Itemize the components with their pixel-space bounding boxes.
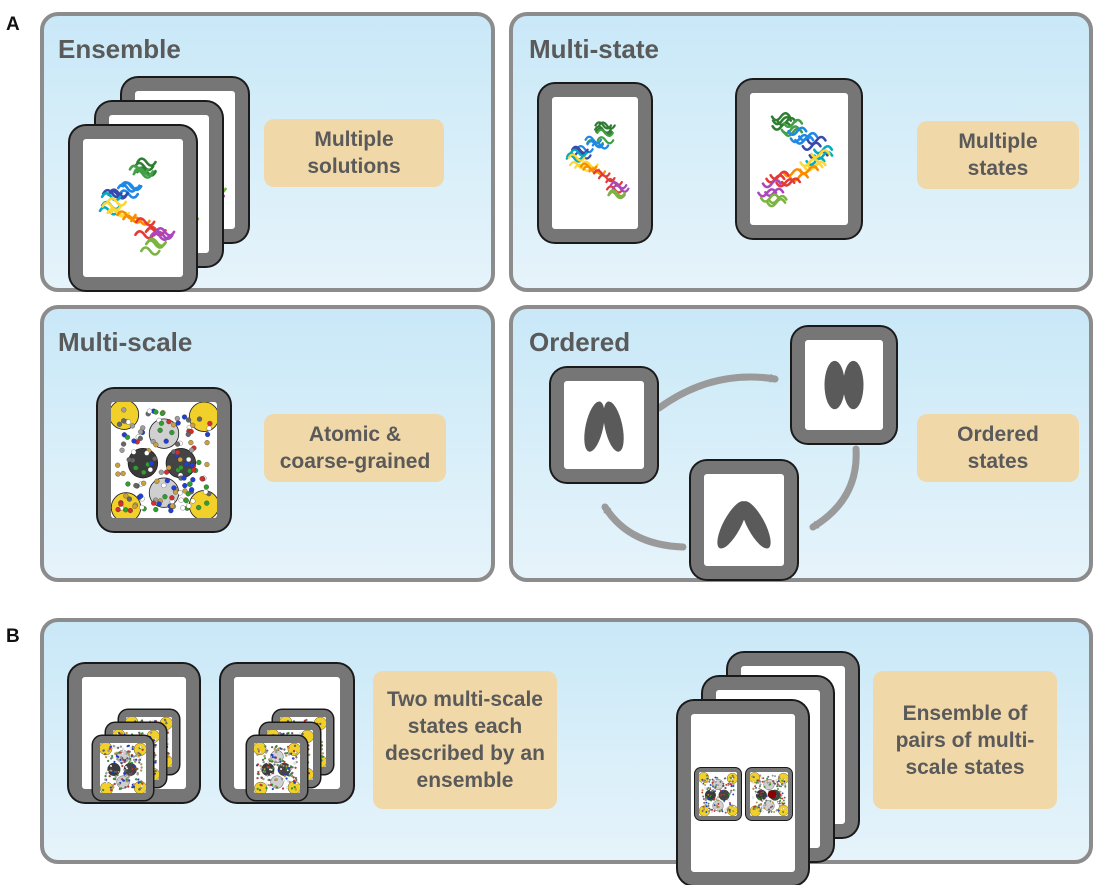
tag-line: Ordered — [957, 423, 1039, 446]
multiscale-card — [247, 736, 307, 800]
tag-line: Multiple — [314, 128, 394, 151]
oval-pair-icon — [824, 360, 864, 410]
structure-fragments — [98, 157, 176, 256]
oval-pair-icon — [717, 501, 771, 549]
multiscale-card — [746, 768, 792, 820]
panel-title: Multi-state — [529, 34, 659, 64]
tag-two-multiscale-states: Two multi-scale states each described by a… — [373, 671, 557, 809]
tag-line: states each — [407, 715, 523, 738]
protein-structure-icon — [757, 111, 834, 208]
tag-multiple-states: Multiple states — [917, 121, 1079, 189]
multiscale-card — [695, 768, 741, 820]
model-spheres — [750, 772, 788, 816]
coarse-grained-model-icon — [254, 743, 300, 793]
structure-fragments — [757, 111, 834, 208]
state-card — [792, 327, 896, 443]
panel-multi-state: Multi-state Multiple states — [509, 12, 1093, 292]
coarse-grained-model-icon — [699, 772, 737, 816]
tag-line: scale states — [905, 755, 1025, 779]
panel-ordered: Ordered Ordered states — [509, 305, 1093, 582]
panel-multi-scale: Multi-scale Atomic & coarse-grained — [40, 305, 495, 582]
tag-line: solutions — [307, 155, 401, 178]
panel-title: Multi-scale — [58, 327, 193, 357]
model-spheres — [699, 772, 737, 816]
panel-title: Ensemble — [58, 34, 181, 64]
tag-line: pairs of multi- — [895, 728, 1035, 752]
section-label-a: A — [6, 14, 20, 35]
model-spheres — [254, 743, 300, 793]
cycle-arrow-icon — [601, 373, 860, 551]
structure-card — [737, 80, 861, 238]
multiscale-card — [93, 736, 153, 800]
tag-multiple-solutions: Multiple solutions — [264, 119, 444, 187]
arrow-path — [655, 373, 779, 412]
tag-ensemble-of-pairs: Ensemble of pairs of multi-scale states — [873, 671, 1057, 809]
tag-line: Multiple — [958, 130, 1038, 153]
tag-line: Two multi-scale — [387, 688, 543, 711]
arrow-path — [601, 503, 687, 551]
model-spheres — [111, 402, 217, 518]
state-card — [691, 461, 797, 579]
coarse-grained-model-icon — [111, 402, 217, 518]
multiscale-card — [98, 389, 230, 531]
tag-line: ensemble — [416, 769, 514, 792]
section-label-b: B — [6, 626, 20, 647]
tag-line: states — [967, 157, 1029, 180]
protein-structure-icon — [565, 121, 630, 200]
structure-card — [70, 126, 196, 290]
state-card — [551, 368, 657, 482]
oval-pair-icon — [584, 401, 624, 452]
coarse-grained-model-icon — [100, 743, 146, 793]
structure-card — [539, 84, 651, 242]
coarse-grained-model-icon — [750, 772, 788, 816]
panel-ensemble: Ensemble Multiple solutions — [40, 12, 495, 292]
panel-title: Ordered — [529, 327, 631, 357]
tag-line: Ensemble of — [902, 701, 1028, 725]
protein-structure-icon — [98, 157, 176, 256]
tag-atomic-coarse-grained: Atomic & coarse-grained — [264, 414, 446, 482]
structure-fragments — [565, 121, 630, 200]
panel-b: Two multi-scale states each described by a… — [40, 618, 1093, 885]
arrow-path — [809, 445, 860, 531]
tag-line: coarse-grained — [279, 450, 431, 473]
tag-ordered-states: Ordered states — [917, 414, 1079, 482]
tag-line: described by an — [385, 742, 545, 765]
tag-line: Atomic & — [308, 423, 402, 446]
tag-line: states — [967, 450, 1029, 473]
model-spheres — [100, 743, 146, 793]
